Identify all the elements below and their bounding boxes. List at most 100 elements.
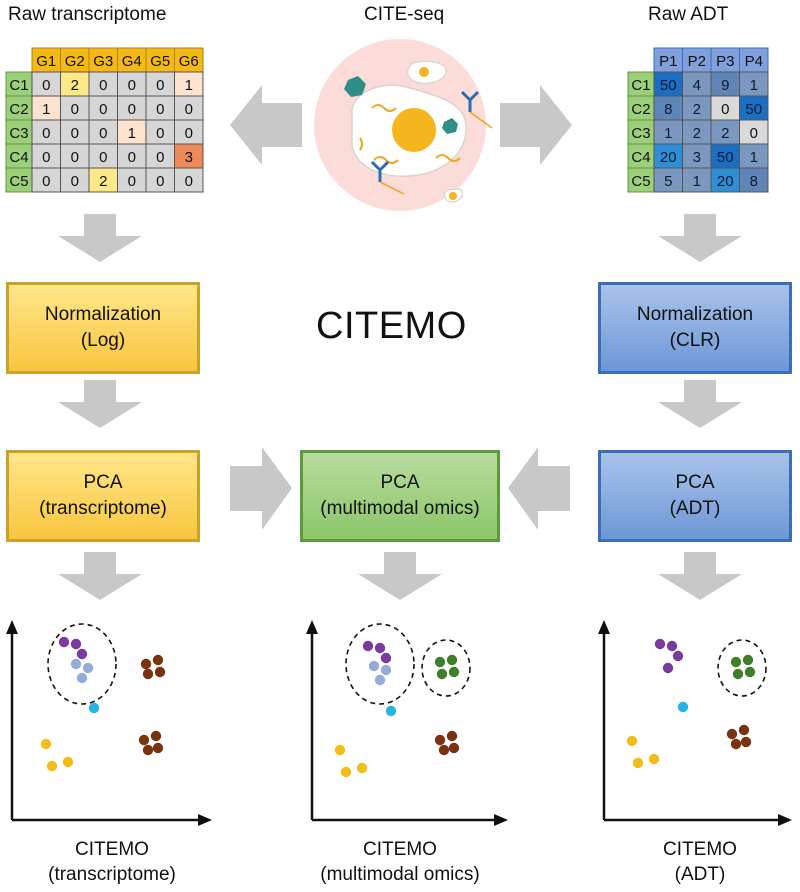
arrow-down-multimodal-3 xyxy=(358,552,442,600)
transcriptome-cell: 0 xyxy=(71,125,79,142)
adt-row-header: C2 xyxy=(631,101,650,118)
cluster-dot-purple xyxy=(380,652,392,664)
transcriptome-cell: 0 xyxy=(156,101,164,118)
cluster-dot-lightblue xyxy=(82,662,94,674)
box-normalization-log-line1: Normalization xyxy=(44,304,162,326)
arrow-down-adt-3 xyxy=(658,552,742,600)
transcriptome-row-header: C4 xyxy=(9,149,28,166)
cluster-dot-purple xyxy=(374,642,386,654)
cluster-dot-brown xyxy=(150,730,162,742)
cluster-dot-purple xyxy=(58,636,70,648)
transcriptome-cell: 0 xyxy=(128,101,136,118)
header-raw-adt: Raw ADT xyxy=(648,4,729,25)
diagram-title: CITEMO xyxy=(316,305,467,347)
cluster-dot-brown xyxy=(138,734,150,746)
arrow-down-adt-2 xyxy=(658,380,742,428)
cluster-dot-green xyxy=(446,654,458,666)
cluster-dot-green xyxy=(742,654,754,666)
transcriptome-col-header: G6 xyxy=(179,53,199,70)
adt-cell: 8 xyxy=(750,173,758,190)
cluster-dot-yellow xyxy=(626,735,638,747)
arrow-left-to-multimodal xyxy=(508,447,570,530)
cluster-dot-brown xyxy=(152,742,164,754)
cluster-dot-brown xyxy=(434,734,446,746)
cluster-dot-yellow xyxy=(648,753,660,765)
cluster-dot-purple xyxy=(70,638,82,650)
transcriptome-cell: 1 xyxy=(128,125,136,142)
adt-cell: 2 xyxy=(693,101,701,118)
adt-cell: 1 xyxy=(750,149,758,166)
transcriptome-row-header: C1 xyxy=(9,77,28,94)
transcriptome-col-header: G1 xyxy=(36,53,56,70)
adt-cell: 8 xyxy=(664,101,672,118)
adt-row-header: C3 xyxy=(631,125,650,142)
cluster-dot-brown xyxy=(154,666,166,678)
box-pca-multimodal: PCA (multimodal omics) xyxy=(300,450,500,542)
cluster-dot-brown xyxy=(738,724,750,736)
cluster-dot-green xyxy=(436,668,448,680)
adt-cell: 0 xyxy=(721,101,729,118)
box-pca-multimodal-line2: (multimodal omics) xyxy=(320,498,480,519)
cluster-dot-green xyxy=(448,666,460,678)
box-normalization-clr: Normalization (CLR) xyxy=(598,282,792,374)
transcriptome-cell: 0 xyxy=(42,173,50,190)
box-pca-transcriptome: PCA (transcriptome) xyxy=(6,450,200,542)
adt-cell: 20 xyxy=(717,173,734,190)
cluster-dot-lightblue xyxy=(70,658,82,670)
transcriptome-cell: 0 xyxy=(99,149,107,166)
cluster-dot-cyan xyxy=(88,702,100,714)
adt-cell: 1 xyxy=(693,173,701,190)
cluster-dot-brown xyxy=(730,738,742,750)
cluster-ring-right-green xyxy=(717,639,767,697)
transcriptome-cell: 2 xyxy=(99,173,107,190)
box-pca-multimodal-line1: PCA xyxy=(380,472,420,494)
cluster-dot-purple xyxy=(662,662,674,674)
transcriptome-cell: 0 xyxy=(99,101,107,118)
adt-row-header: C1 xyxy=(631,77,650,94)
arrow-down-transcriptome-3 xyxy=(58,552,142,600)
transcriptome-cell: 0 xyxy=(71,149,79,166)
arrow-down-adt-1 xyxy=(658,214,742,262)
axes-left xyxy=(6,620,212,826)
transcriptome-row-header: C5 xyxy=(9,173,28,190)
adt-cell: 20 xyxy=(660,149,677,166)
cluster-dot-brown xyxy=(448,742,460,754)
caption-multimodal-line1: CITEMO xyxy=(363,839,437,860)
adt-cell: 3 xyxy=(693,149,701,166)
adt-cell: 2 xyxy=(693,125,701,142)
cluster-dot-yellow xyxy=(334,744,346,756)
transcriptome-cell: 0 xyxy=(156,77,164,94)
cluster-dot-yellow xyxy=(340,766,352,778)
transcriptome-cell: 0 xyxy=(71,101,79,118)
cite-seq-cell-illustration xyxy=(314,39,493,211)
caption-adt-line1: CITEMO xyxy=(663,839,737,860)
cluster-dot-brown xyxy=(140,658,152,670)
arrow-left-to-transcriptome xyxy=(230,85,302,165)
cluster-dot-yellow xyxy=(356,762,368,774)
adt-col-header: P1 xyxy=(659,53,677,70)
transcriptome-cell: 0 xyxy=(42,77,50,94)
transcriptome-cell: 2 xyxy=(71,77,79,94)
cluster-dot-green xyxy=(732,668,744,680)
cluster-dot-purple xyxy=(362,640,374,652)
transcriptome-cell: 0 xyxy=(185,125,193,142)
cluster-dot-brown xyxy=(438,744,450,756)
cluster-ring-left-main xyxy=(47,623,117,705)
cluster-dot-yellow xyxy=(632,757,644,769)
cluster-dot-brown xyxy=(142,668,154,680)
cluster-dot-lightblue xyxy=(380,664,392,676)
box-pca-transcriptome-line1: PCA xyxy=(83,472,123,494)
adt-col-header: P2 xyxy=(688,53,706,70)
box-pca-adt-line2: (ADT) xyxy=(669,498,721,519)
transcriptome-cell: 1 xyxy=(185,77,193,94)
adt-cell: 50 xyxy=(717,149,734,166)
cluster-dot-yellow xyxy=(46,760,58,772)
axes-center xyxy=(306,620,508,826)
arrow-right-to-adt xyxy=(500,85,572,165)
box-normalization-clr-line2: (CLR) xyxy=(669,330,721,351)
transcriptome-cell: 0 xyxy=(185,173,193,190)
arrow-right-to-multimodal xyxy=(230,447,292,530)
